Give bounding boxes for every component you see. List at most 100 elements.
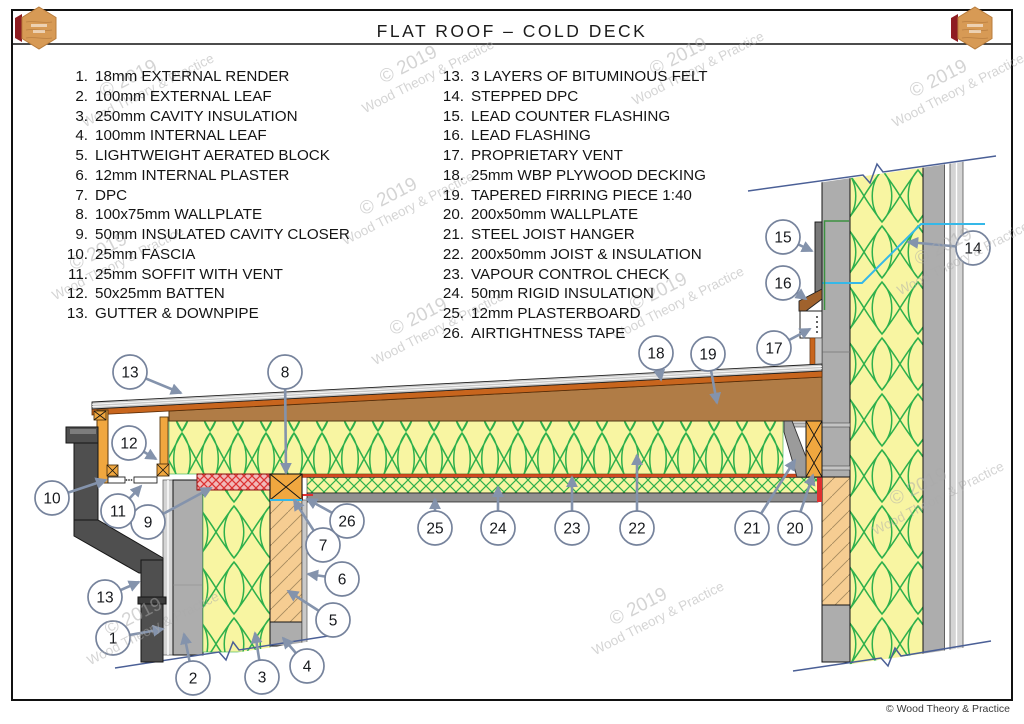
legend-item-label: TAPERED FIRRING PIECE 1:40 (471, 186, 692, 204)
rafter-batten-strip (159, 416, 169, 465)
cavity-insulation (202, 489, 271, 653)
legend-item-label: 100mm INTERNAL LEAF (95, 127, 267, 145)
legend-right-column: 13. 3 LAYERS OF BITUMINOUS FELT 14. STEP… (418, 67, 708, 344)
joist-insulation (168, 419, 784, 475)
legend-item-label: GUTTER & DOWNPIPE (95, 305, 259, 322)
svg-text:9: 9 (144, 515, 153, 532)
legend-item-number: 9. (75, 226, 88, 243)
legend-item-label: 18mm EXTERNAL RENDER (95, 68, 290, 85)
legend-item-label: PROPRIETARY VENT (471, 147, 623, 164)
brand-logo-right (951, 6, 993, 50)
legend-item-number: 16. (442, 127, 464, 145)
legend-item: 23. VAPOUR CONTROL CHECK (418, 265, 708, 285)
gutter-downpipe (65, 426, 167, 663)
svg-text:11: 11 (110, 504, 126, 521)
fascia (96, 409, 109, 484)
legend-item-number: 3. (75, 107, 88, 125)
legend-item-number: 21. (442, 226, 464, 243)
legend-item: 9. 50mm INSULATED CAVITY CLOSER (50, 225, 350, 245)
legend-item-label: 25mm FASCIA (95, 245, 196, 263)
legend-item: 24. 50mm RIGID INSULATION (418, 284, 708, 304)
legend-item-number: 10. (66, 245, 88, 263)
svg-text:18: 18 (647, 346, 664, 363)
callout-12: 12 (111, 425, 158, 461)
page-title: FLAT ROOF – COLD DECK (376, 21, 648, 41)
legend-item-label: 25mm SOFFIT WITH VENT (95, 265, 283, 283)
legend-item-number: 25. (442, 305, 464, 322)
legend-item: 2. 100mm EXTERNAL LEAF (50, 87, 350, 107)
legend-item: 19. TAPERED FIRRING PIECE 1:40 (418, 186, 708, 206)
legend-item: 6. 12mm INTERNAL PLASTER (50, 166, 350, 186)
legend-item-label: 100x75mm WALLPLATE (95, 206, 263, 224)
legend-item-number: 5. (75, 147, 88, 164)
legend-item-label: 250mm CAVITY INSULATION (95, 107, 298, 125)
legend-item-label: STEEL JOIST HANGER (471, 226, 635, 243)
legend-item: 26. AIRTIGHTNESS TAPE (418, 324, 708, 344)
legend-item-label: LIGHTWEIGHT AERATED BLOCK (95, 147, 330, 164)
soffit-right (133, 476, 158, 484)
callout-24: 24 (480, 485, 516, 546)
legend-item: 12. 50x25mm BATTEN (50, 284, 350, 304)
legend-item-number: 19. (442, 186, 464, 204)
steel-joist-hanger (783, 420, 807, 478)
svg-text:14: 14 (964, 241, 982, 258)
brand-logo-left (15, 6, 57, 50)
callout-13: 13 (112, 354, 183, 395)
callout-6: 6 (306, 561, 360, 597)
aerated-block-right (821, 476, 851, 606)
callout-16: 16 (765, 265, 808, 301)
callout-2: 2 (175, 632, 211, 696)
stepped-dpc (820, 223, 985, 284)
vapour-control-layer (301, 473, 819, 478)
legend-item: 16. LEAD FLASHING (418, 126, 708, 146)
legend-item-number: 7. (75, 186, 88, 204)
legend-item: 10. 25mm FASCIA (50, 245, 350, 265)
svg-text:25: 25 (426, 521, 443, 538)
svg-text:10: 10 (43, 491, 61, 508)
callout-11: 11 (100, 484, 143, 529)
legend-item-number: 2. (75, 87, 88, 105)
callout-10: 10 (34, 477, 108, 516)
svg-text:1: 1 (109, 631, 118, 648)
legend-item-number: 17. (442, 147, 464, 164)
svg-text:21: 21 (743, 521, 760, 538)
svg-text:6: 6 (338, 572, 347, 589)
svg-text:22: 22 (628, 521, 645, 538)
callout-1: 1 (95, 620, 165, 656)
right-wall (821, 151, 964, 665)
legend-item-label: 200x50mm JOIST & INSULATION (471, 245, 702, 263)
legend-item: 14. STEPPED DPC (418, 87, 708, 107)
legend-item-number: 13. (66, 305, 88, 322)
legend-item-number: 12. (66, 285, 88, 303)
wallplate-20 (805, 420, 823, 478)
svg-text:19: 19 (699, 347, 716, 364)
legend-item: 18. 25mm WBP PLYWOOD DECKING (418, 166, 708, 186)
legend-item: 15. LEAD COUNTER FLASHING (418, 107, 708, 127)
callout-26: 26 (305, 497, 365, 539)
rigid-insulation (306, 477, 819, 494)
svg-text:8: 8 (281, 365, 290, 382)
callout-23: 23 (554, 475, 590, 546)
legend-item: 25. 12mm PLASTERBOARD (418, 304, 708, 324)
batten-top (93, 410, 107, 421)
svg-text:24: 24 (489, 521, 507, 538)
callout-4: 4 (281, 636, 325, 684)
legend-item-number: 15. (442, 107, 464, 125)
legend-item-number: 4. (75, 127, 88, 145)
legend-item-label: VAPOUR CONTROL CHECK (471, 265, 670, 283)
legend-item-number: 6. (75, 166, 88, 184)
legend-item: 8. 100x75mm WALLPLATE (50, 205, 350, 225)
svg-text:2: 2 (189, 671, 198, 688)
legend-item: 22. 200x50mm JOIST & INSULATION (418, 245, 708, 265)
svg-text:15: 15 (774, 230, 791, 247)
plasterboard (306, 492, 819, 503)
legend-item: 17. PROPRIETARY VENT (418, 146, 708, 166)
callout-14: 14 (906, 230, 991, 266)
legend-item-label: 25mm WBP PLYWOOD DECKING (471, 166, 706, 184)
downpipe (140, 559, 164, 663)
legend-item: 13. GUTTER & DOWNPIPE (50, 304, 350, 324)
wallplate-8 (269, 473, 303, 501)
external-leaf (172, 479, 204, 656)
